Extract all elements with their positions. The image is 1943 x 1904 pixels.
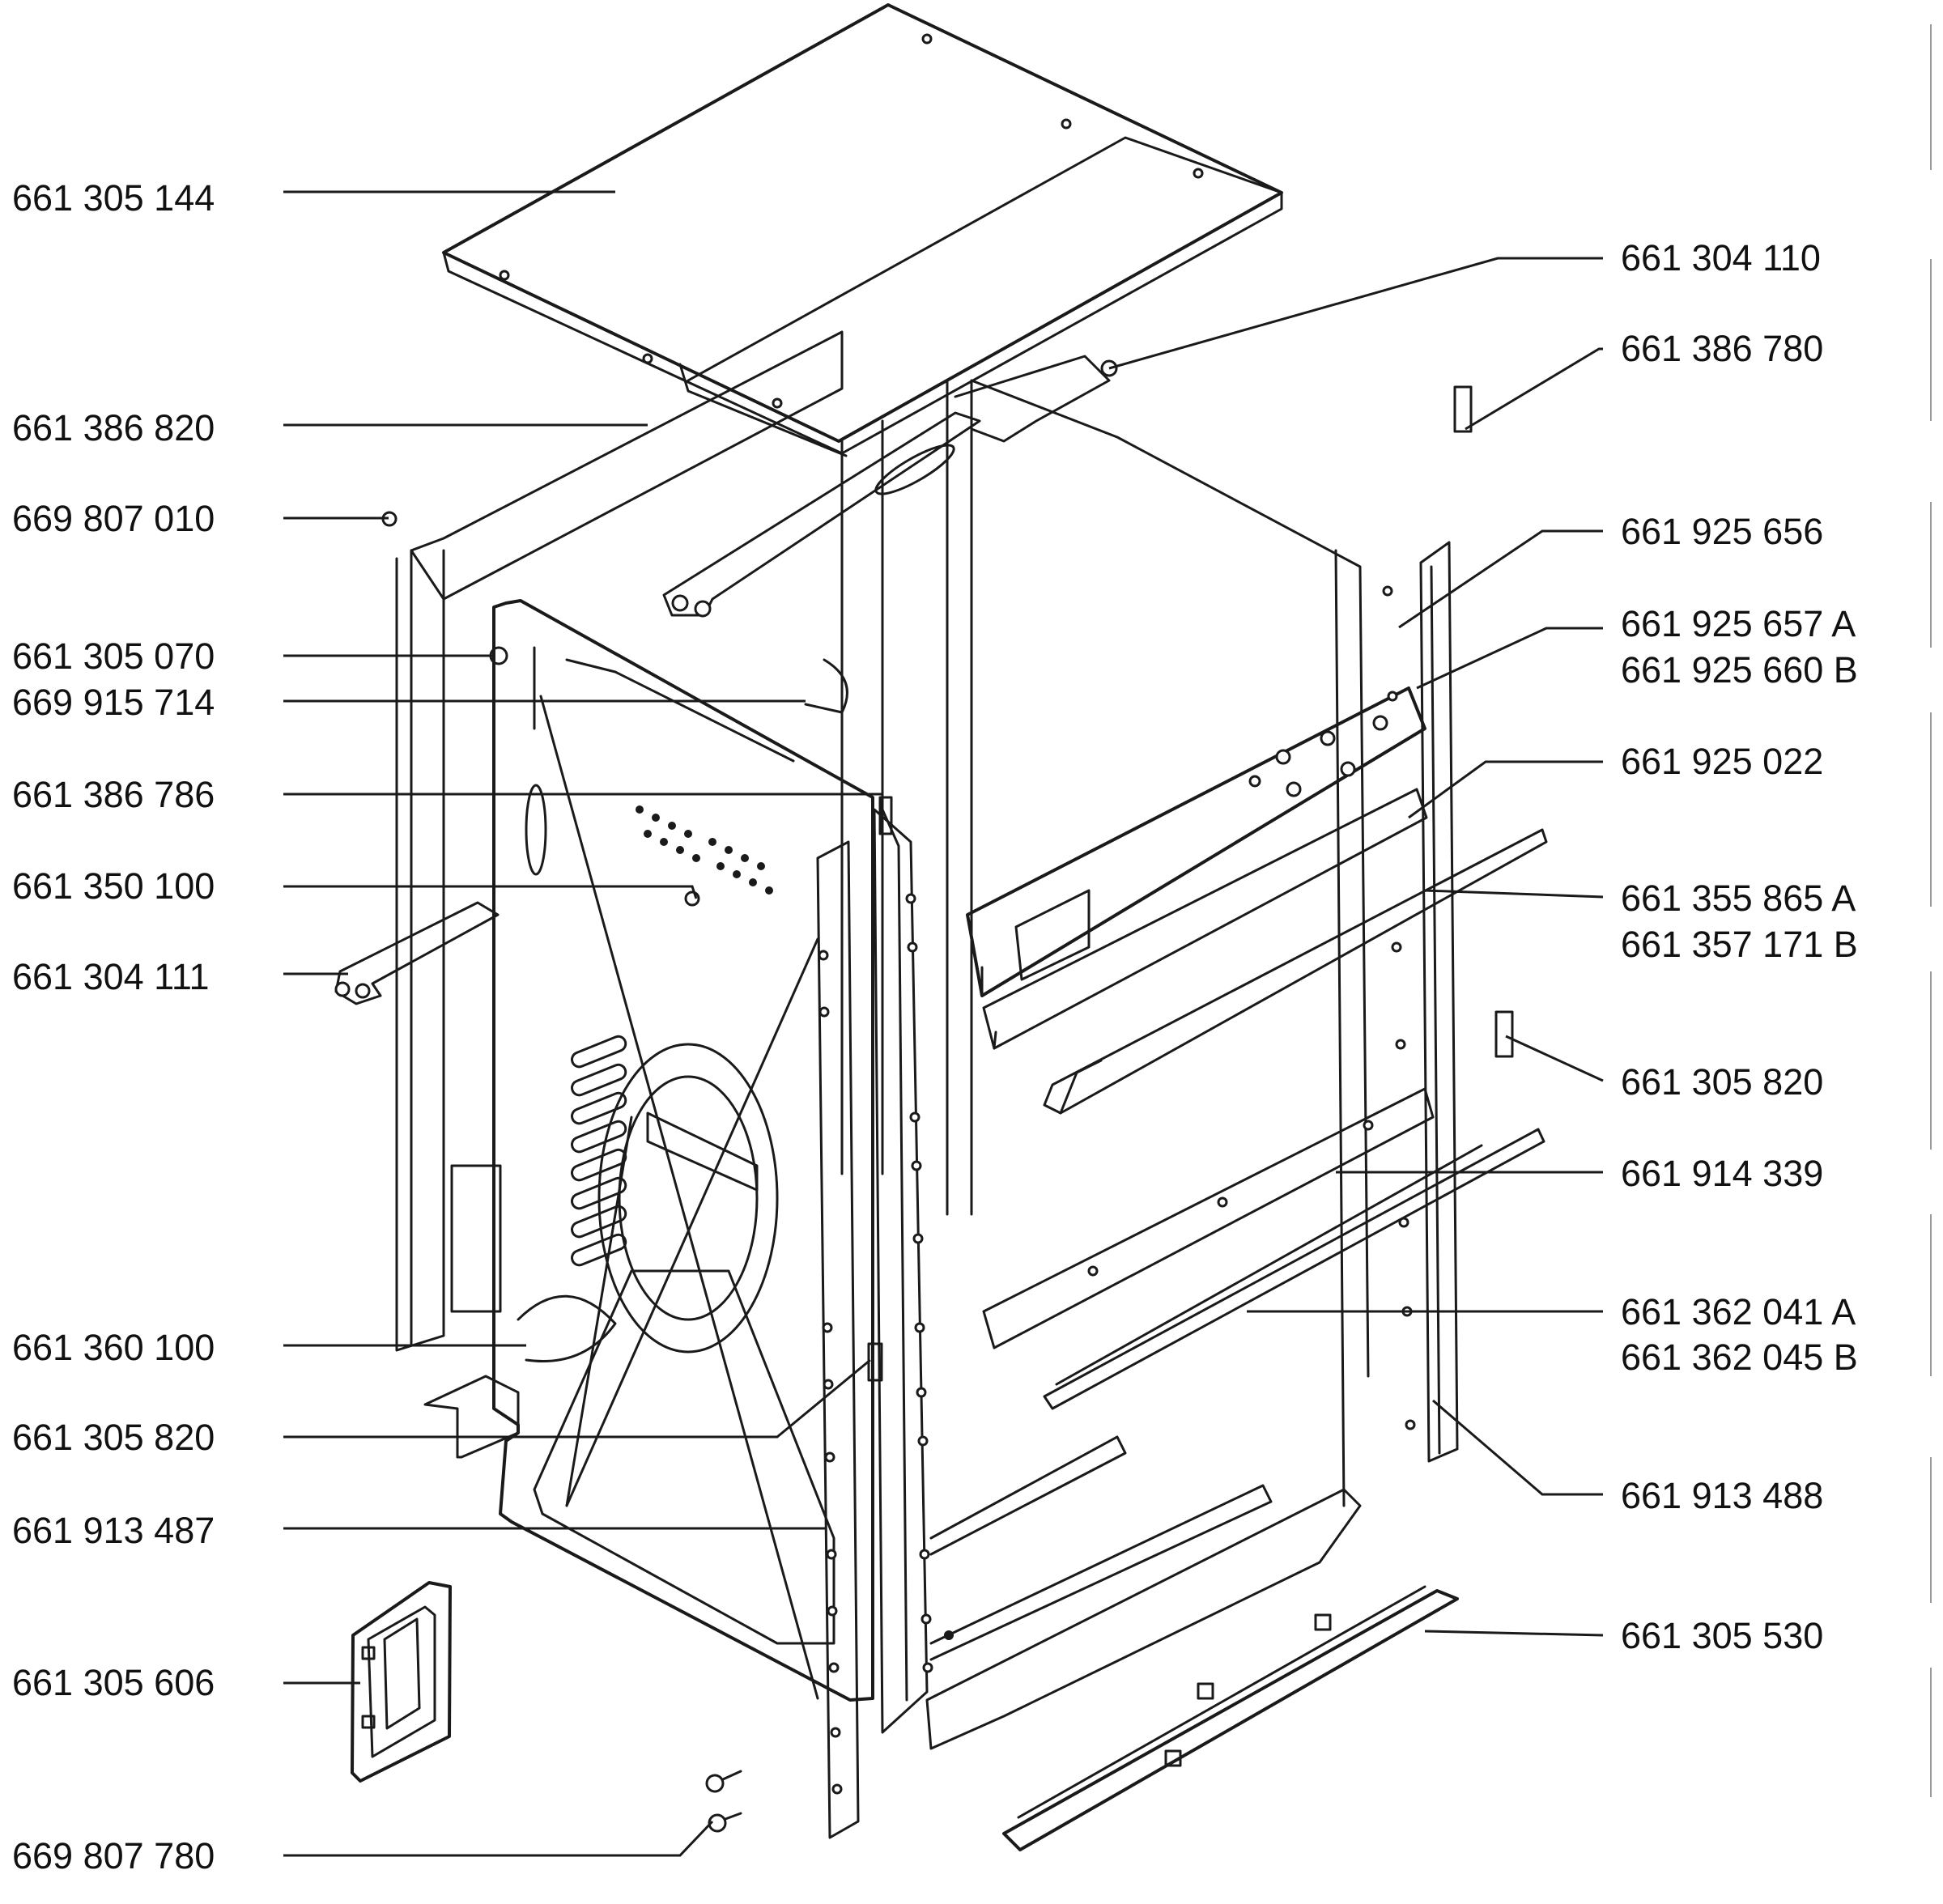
part-label: 661 304 110 — [1621, 237, 1821, 278]
rail-holes-left — [818, 950, 843, 1795]
part-label: 661 305 820 — [12, 1417, 215, 1458]
part-label: 661 362 041 A — [1621, 1291, 1856, 1332]
part-label: 661 386 820 — [12, 407, 215, 448]
part-label: 661 357 171 B — [1621, 924, 1858, 965]
part-label: 661 914 339 — [1621, 1153, 1823, 1194]
part-label: 661 362 045 B — [1621, 1337, 1858, 1378]
clip-661386780 — [1453, 385, 1473, 433]
mid-rail-upper — [982, 788, 1428, 1050]
part-label: 661 355 865 A — [1621, 878, 1856, 919]
part-label: 661 305 606 — [12, 1662, 215, 1703]
mid-rail-lower — [982, 1087, 1435, 1349]
front-panel — [492, 599, 874, 1702]
cabinet-exploded-drawing — [334, 3, 1548, 1851]
part-label: 661 304 111 — [12, 956, 210, 997]
part-label: 661 305 070 — [12, 635, 215, 677]
part-label: 669 807 780 — [12, 1835, 215, 1876]
clip-661386786 — [878, 796, 893, 835]
top-bracket — [662, 355, 1118, 618]
side-bracket-left — [334, 901, 500, 1005]
labels-right: 661 304 110 661 386 780 661 925 656 661 … — [1621, 237, 1858, 1656]
vent-slots — [571, 1035, 627, 1267]
rear-frame — [840, 379, 1370, 1507]
rivet-661350100 — [684, 890, 700, 907]
shelf-runner-upper — [1043, 828, 1548, 1115]
inspection-hatch — [351, 1581, 452, 1783]
clip-661305820-right — [1494, 1010, 1514, 1058]
part-label: 661 305 144 — [12, 177, 215, 219]
top-cover-panel — [442, 3, 1283, 457]
part-label: 661 386 780 — [1621, 328, 1823, 369]
clip-669915714 — [804, 658, 848, 714]
cable-661360100 — [517, 1294, 617, 1363]
part-label: 661 913 488 — [1621, 1475, 1823, 1516]
part-label: 661 925 022 — [1621, 741, 1823, 782]
labels-left: 661 305 144 661 386 820 669 807 010 661 … — [12, 177, 215, 1876]
part-label: 661 305 530 — [1621, 1615, 1823, 1656]
part-label: 661 350 100 — [12, 865, 215, 907]
part-label: 661 305 820 — [1621, 1061, 1823, 1103]
left-side-panel — [395, 330, 844, 1459]
fasteners — [381, 385, 1514, 1833]
part-label: 661 360 100 — [12, 1327, 215, 1368]
part-label: 661 925 660 B — [1621, 649, 1858, 691]
leader-lines — [283, 190, 1604, 1857]
part-label: 661 386 786 — [12, 774, 215, 815]
part-label: 661 913 487 — [12, 1510, 215, 1551]
side-rail-right — [1382, 541, 1459, 1463]
front-rails — [816, 808, 933, 1839]
part-label: 669 915 714 — [12, 682, 215, 723]
screws-669807780 — [705, 1770, 742, 1833]
front-bottom-rail — [1002, 1585, 1459, 1851]
bottom-tray — [925, 1435, 1362, 1750]
control-panel — [966, 686, 1426, 997]
part-label: 669 807 010 — [12, 498, 215, 539]
part-label: 661 925 656 — [1621, 511, 1823, 552]
part-label: 661 925 657 A — [1621, 603, 1856, 644]
rail-holes-right — [905, 893, 933, 1673]
shelf-runner-lower — [1043, 1128, 1545, 1410]
perforation-holes — [636, 805, 773, 895]
